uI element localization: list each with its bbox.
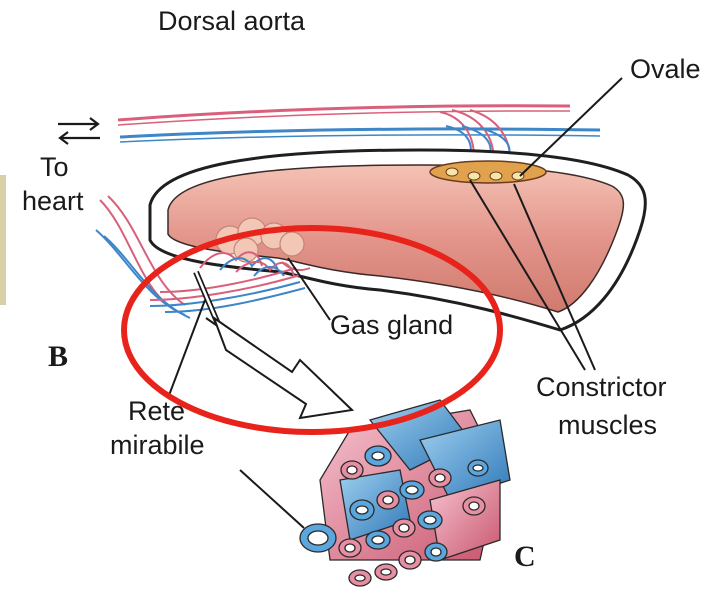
ovale-label: Ovale [630, 54, 701, 85]
rete-mirabile-label-line1: Rete [128, 396, 185, 427]
panel-b-label: B [48, 340, 68, 374]
gas-gland-label: Gas gland [330, 310, 453, 341]
rete-mirabile-label-line2: mirabile [110, 430, 205, 461]
to-heart-label-line2: heart [22, 186, 84, 217]
dorsal-aorta-vessels [118, 106, 600, 142]
constrictor-muscles-label-line1: Constrictor [536, 372, 667, 403]
rete-mirabile-cross-section [300, 400, 510, 586]
ovale-structure [430, 161, 546, 183]
flow-arrows [58, 118, 100, 144]
dorsal-aorta-label: Dorsal aorta [158, 6, 305, 37]
constrictor-muscles-label-line2: muscles [558, 410, 657, 441]
adjacent-panel-edge [0, 175, 6, 305]
panel-c-label: C [514, 540, 536, 574]
to-heart-label-line1: To [40, 152, 69, 183]
